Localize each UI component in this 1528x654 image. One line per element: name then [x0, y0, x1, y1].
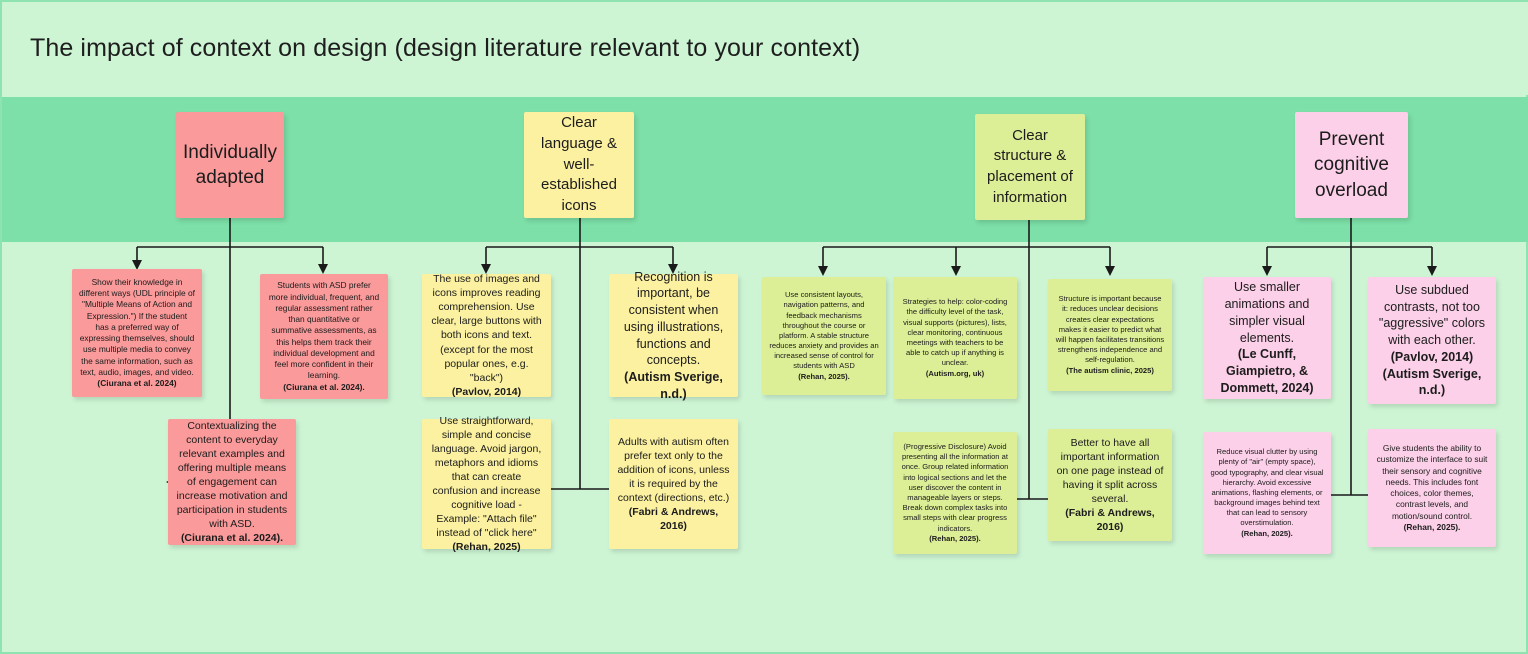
note-card[interactable]: Use consistent layouts, navigation patte… — [762, 277, 886, 395]
note-citation: (Rehan, 2025). — [1403, 521, 1461, 532]
note-text: Show their knowledge in different ways (… — [79, 276, 195, 377]
note-card[interactable]: Use smaller animations and simpler visua… — [1203, 277, 1331, 399]
note-card[interactable]: Recognition is important, be consistent … — [609, 270, 738, 401]
note-card[interactable]: Structure is important because it: reduc… — [1048, 279, 1172, 391]
note-text: Strategies to help: color-coding the dif… — [902, 297, 1008, 368]
title-band: The impact of context on design (design … — [2, 2, 1528, 95]
note-citation: (Autism Sverige, n.d.) — [624, 370, 723, 401]
note-text: Use subdued contrasts, not too "aggressi… — [1378, 282, 1486, 348]
note-citation: (Pavlov, 2014) — [451, 385, 522, 398]
note-citation: (Ciurana et al. 2024). — [180, 532, 284, 545]
note-text: (Progressive Disclosure) Avoid presentin… — [901, 442, 1009, 533]
header-card-individually-adapted[interactable]: Individually adapted — [176, 112, 284, 218]
note-text: Use straightforward, simple and concise … — [431, 414, 542, 540]
note-citation: (Autism.org, uk) — [925, 368, 985, 378]
header-card-label: Clear language & well-established icons — [541, 114, 617, 215]
note-text: Recognition is important, be consistent … — [623, 269, 724, 368]
note-text: Give students the ability to customize t… — [1376, 443, 1488, 521]
note-citation: (Le Cunff, Giampietro, & Dommett, 2024) — [1220, 347, 1314, 395]
header-card-label: Prevent cognitive overload — [1314, 129, 1389, 201]
note-text: Contextualizing the content to everyday … — [176, 419, 288, 531]
note-card[interactable]: The use of images and icons improves rea… — [422, 273, 551, 398]
note-citation: (Rehan, 2025). — [929, 533, 981, 543]
note-card[interactable]: Students with ASD prefer more individual… — [260, 274, 388, 399]
note-card[interactable]: Show their knowledge in different ways (… — [72, 269, 202, 397]
note-card[interactable]: Adults with autism often prefer text onl… — [609, 419, 738, 549]
note-text: Structure is important because it: reduc… — [1055, 294, 1165, 365]
note-card[interactable]: Contextualizing the content to everyday … — [168, 419, 296, 545]
note-text: Students with ASD prefer more individual… — [268, 280, 380, 381]
note-citation: (Rehan, 2025). — [798, 371, 850, 381]
note-citation: (Rehan, 2025). — [1241, 528, 1293, 538]
note-card[interactable]: Use subdued contrasts, not too "aggressi… — [1368, 277, 1496, 404]
header-card-label: Individually adapted — [183, 141, 277, 188]
header-card-clear-structure-placement[interactable]: Clear structure & placement of informati… — [975, 114, 1085, 220]
note-citation: (Ciurana et al. 2024). — [283, 381, 365, 392]
note-card[interactable]: Use straightforward, simple and concise … — [422, 415, 551, 553]
note-citation: (Rehan, 2025) — [452, 541, 521, 554]
note-citation: (The autism clinic, 2025) — [1066, 365, 1154, 375]
note-card[interactable]: (Progressive Disclosure) Avoid presentin… — [893, 432, 1017, 554]
note-text: Adults with autism often prefer text onl… — [617, 435, 730, 505]
header-card-label: Clear structure & placement of informati… — [987, 126, 1073, 206]
note-text: The use of images and icons improves rea… — [431, 273, 542, 384]
page-title: The impact of context on design (design … — [30, 34, 861, 62]
note-card[interactable]: Better to have all important information… — [1048, 429, 1172, 541]
note-card[interactable]: Strategies to help: color-coding the dif… — [893, 277, 1017, 399]
note-citation: (Ciurana et al. 2024) — [97, 378, 177, 388]
note-text: Reduce visual clutter by using plenty of… — [1210, 447, 1324, 528]
note-citation: (Pavlov, 2014) (Autism Sverige, n.d.) — [1382, 349, 1482, 398]
note-text: Use consistent layouts, navigation patte… — [769, 290, 879, 371]
header-card-clear-language-icons[interactable]: Clear language & well-established icons — [524, 112, 634, 218]
note-card[interactable]: Give students the ability to customize t… — [1368, 429, 1496, 547]
note-text: Better to have all important information… — [1056, 436, 1164, 506]
note-text: Use smaller animations and simpler visua… — [1224, 280, 1310, 345]
note-citation: (Fabri & Andrews, 2016) — [1065, 507, 1155, 534]
header-card-prevent-cognitive-overload[interactable]: Prevent cognitive overload — [1295, 112, 1408, 218]
note-citation: (Fabri & Andrews, 2016) — [628, 506, 719, 533]
note-card[interactable]: Reduce visual clutter by using plenty of… — [1203, 432, 1331, 554]
